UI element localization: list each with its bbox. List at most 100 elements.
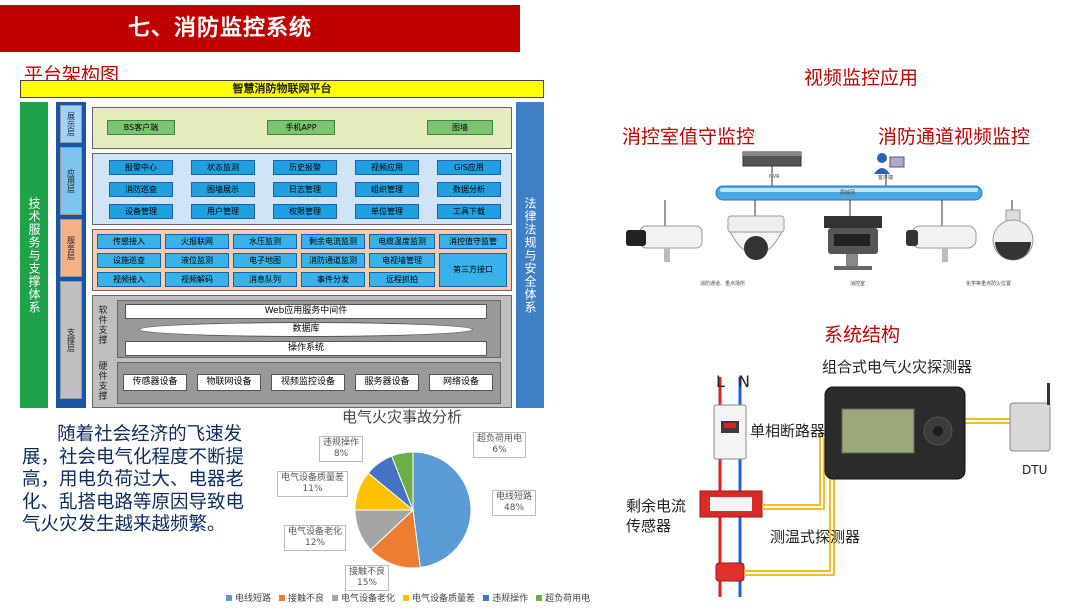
- architecture-diagram: 智慧消防物联网平台 技术服务与支撑体系 法律法规与安全体系 展示层 应用层 服务…: [20, 80, 544, 410]
- legend-item: 电线短路: [226, 591, 271, 604]
- page-title: 七、消防监控系统: [0, 5, 520, 52]
- software-support-label: 软件支撑: [98, 306, 108, 346]
- app-item: 状态监测: [191, 160, 255, 175]
- app-item: 图墙展示: [191, 182, 255, 197]
- app-item: 视频应用: [355, 160, 419, 175]
- client-icon: [874, 153, 905, 174]
- temp-detector-label: 测温式探测器: [770, 528, 861, 546]
- residual-current-sensor-icon: [699, 490, 763, 518]
- service-item: 液位监测: [165, 253, 229, 268]
- support-layer: 软件支撑 硬件支撑 Web应用服务中间件 数据库 操作系统 传感器设备 物联网设…: [92, 295, 512, 408]
- app-item: 报警中心: [109, 160, 173, 175]
- software-item-middleware: Web应用服务中间件: [125, 304, 487, 319]
- service-item: 第三方接口: [439, 253, 507, 287]
- service-item: 事件分发: [301, 272, 365, 287]
- ptz-camera-icon: [992, 209, 1034, 261]
- service-item: 传感接入: [97, 234, 161, 249]
- application-layer: 报警中心 状态监测 历史报警 视频应用 GIS应用 消防巡查 图墙展示 日志管理…: [92, 153, 512, 225]
- layer-label-service: 服务层: [60, 219, 82, 277]
- layer-label-support: 支撑层: [60, 281, 82, 399]
- app-item: 消防巡查: [109, 182, 173, 197]
- service-item: 消控值守监管: [439, 234, 507, 249]
- service-item: 剩余电流监测: [301, 234, 365, 249]
- line-l-label: L: [716, 372, 725, 391]
- app-item: 组织管理: [355, 182, 419, 197]
- app-item: 历史报警: [273, 160, 337, 175]
- passage-video-title: 消防通道视频监控: [878, 126, 1031, 148]
- display-item-mobile-app: 手机APP: [267, 120, 335, 135]
- pie-chart: [354, 451, 472, 569]
- hardware-support-label: 硬件支撑: [98, 362, 108, 402]
- hardware-item: 网络设备: [429, 374, 493, 391]
- service-item: 远程抓拍: [369, 272, 435, 287]
- software-item-database: 数据库: [139, 322, 473, 337]
- layer-label-column: 展示层 应用层 服务层 支撑层: [56, 102, 86, 408]
- service-item: 消息队列: [233, 272, 297, 287]
- service-item: 消防通道监测: [301, 253, 365, 268]
- service-item: 水压监测: [233, 234, 297, 249]
- service-item: 火报联网: [165, 234, 229, 249]
- layer-label-application: 应用层: [60, 147, 82, 215]
- nvr-icon: [742, 151, 802, 167]
- pie-chart-title: 电气火灾事故分析: [342, 408, 463, 426]
- pie-slice: [370, 508, 421, 569]
- app-item: 单位管理: [355, 204, 419, 219]
- layer-label-display: 展示层: [60, 105, 82, 143]
- app-item: 数据分析: [437, 182, 501, 197]
- display-layer: BS客户端 手机APP 图墙: [92, 107, 512, 149]
- dome-camera-icon: [727, 215, 785, 260]
- pie-slice: [390, 451, 414, 511]
- platform-banner: 智慧消防物联网平台: [20, 80, 544, 98]
- lan-label: 局域网: [840, 190, 856, 196]
- dtu-icon: [1009, 383, 1051, 452]
- fire-detector-device-icon: [824, 386, 966, 480]
- lan-pipe: [715, 185, 983, 201]
- hardware-item: 物联网设备: [197, 374, 261, 391]
- display-item-bs-client: BS客户端: [107, 120, 175, 135]
- breaker-label: 单相断路器: [750, 422, 826, 440]
- app-item: 工具下载: [437, 204, 501, 219]
- right-pillar-label: 法律法规与安全体系: [523, 196, 537, 314]
- detector-title: 组合式电气火灾探测器: [822, 358, 973, 376]
- service-item: 电视墙管理: [369, 253, 435, 268]
- hardware-item: 视频监控设备: [271, 374, 345, 391]
- right-pillar: 法律法规与安全体系: [516, 102, 544, 408]
- client-label: 客户端: [878, 175, 894, 181]
- legend-item: 超负荷用电: [536, 591, 590, 604]
- app-item: 权限管理: [273, 204, 337, 219]
- app-item: 用户管理: [191, 204, 255, 219]
- service-item: 视频接入: [97, 272, 161, 287]
- service-layer: 传感接入 火报联网 水压监测 剩余电流监测 电缆温度监测 消控值守监管 设施巡查…: [92, 229, 512, 291]
- residual-sensor-label: 剩余电流 传感器: [626, 497, 687, 535]
- pie-legend: 电线短路 接触不良 电气设备老化 电气设备质量差 违规操作 超负荷用电: [226, 591, 590, 604]
- cam-caption-right: 化学等重点防火位置: [966, 281, 1012, 287]
- video-network-diagram: [626, 151, 1034, 270]
- service-item: 电缆温度监测: [369, 234, 435, 249]
- cam-caption-mid: 消控室: [850, 281, 866, 287]
- temperature-detector-icon: [715, 562, 745, 582]
- control-room-title: 消控室值守监控: [622, 126, 756, 148]
- legend-item: 违规操作: [483, 591, 528, 604]
- left-pillar: 技术服务与支撑体系: [20, 102, 48, 408]
- nvr-label: NVR: [769, 174, 780, 180]
- cam-caption-left: 消防通道、重点场所: [700, 281, 746, 287]
- left-pillar-label: 技术服务与支撑体系: [27, 196, 41, 314]
- system-structure-diagram: [699, 377, 1051, 597]
- app-item: 设备管理: [109, 204, 173, 219]
- bullet-camera-icon: [906, 225, 977, 262]
- service-item: 设施巡查: [97, 253, 161, 268]
- hardware-item: 服务器设备: [355, 374, 419, 391]
- legend-item: 电气设备质量差: [403, 591, 475, 604]
- legend-item: 电气设备老化: [332, 591, 395, 604]
- app-item: 日志管理: [273, 182, 337, 197]
- service-item: 电子地图: [233, 253, 297, 268]
- app-item: GIS应用: [437, 160, 501, 175]
- legend-item: 接触不良: [279, 591, 324, 604]
